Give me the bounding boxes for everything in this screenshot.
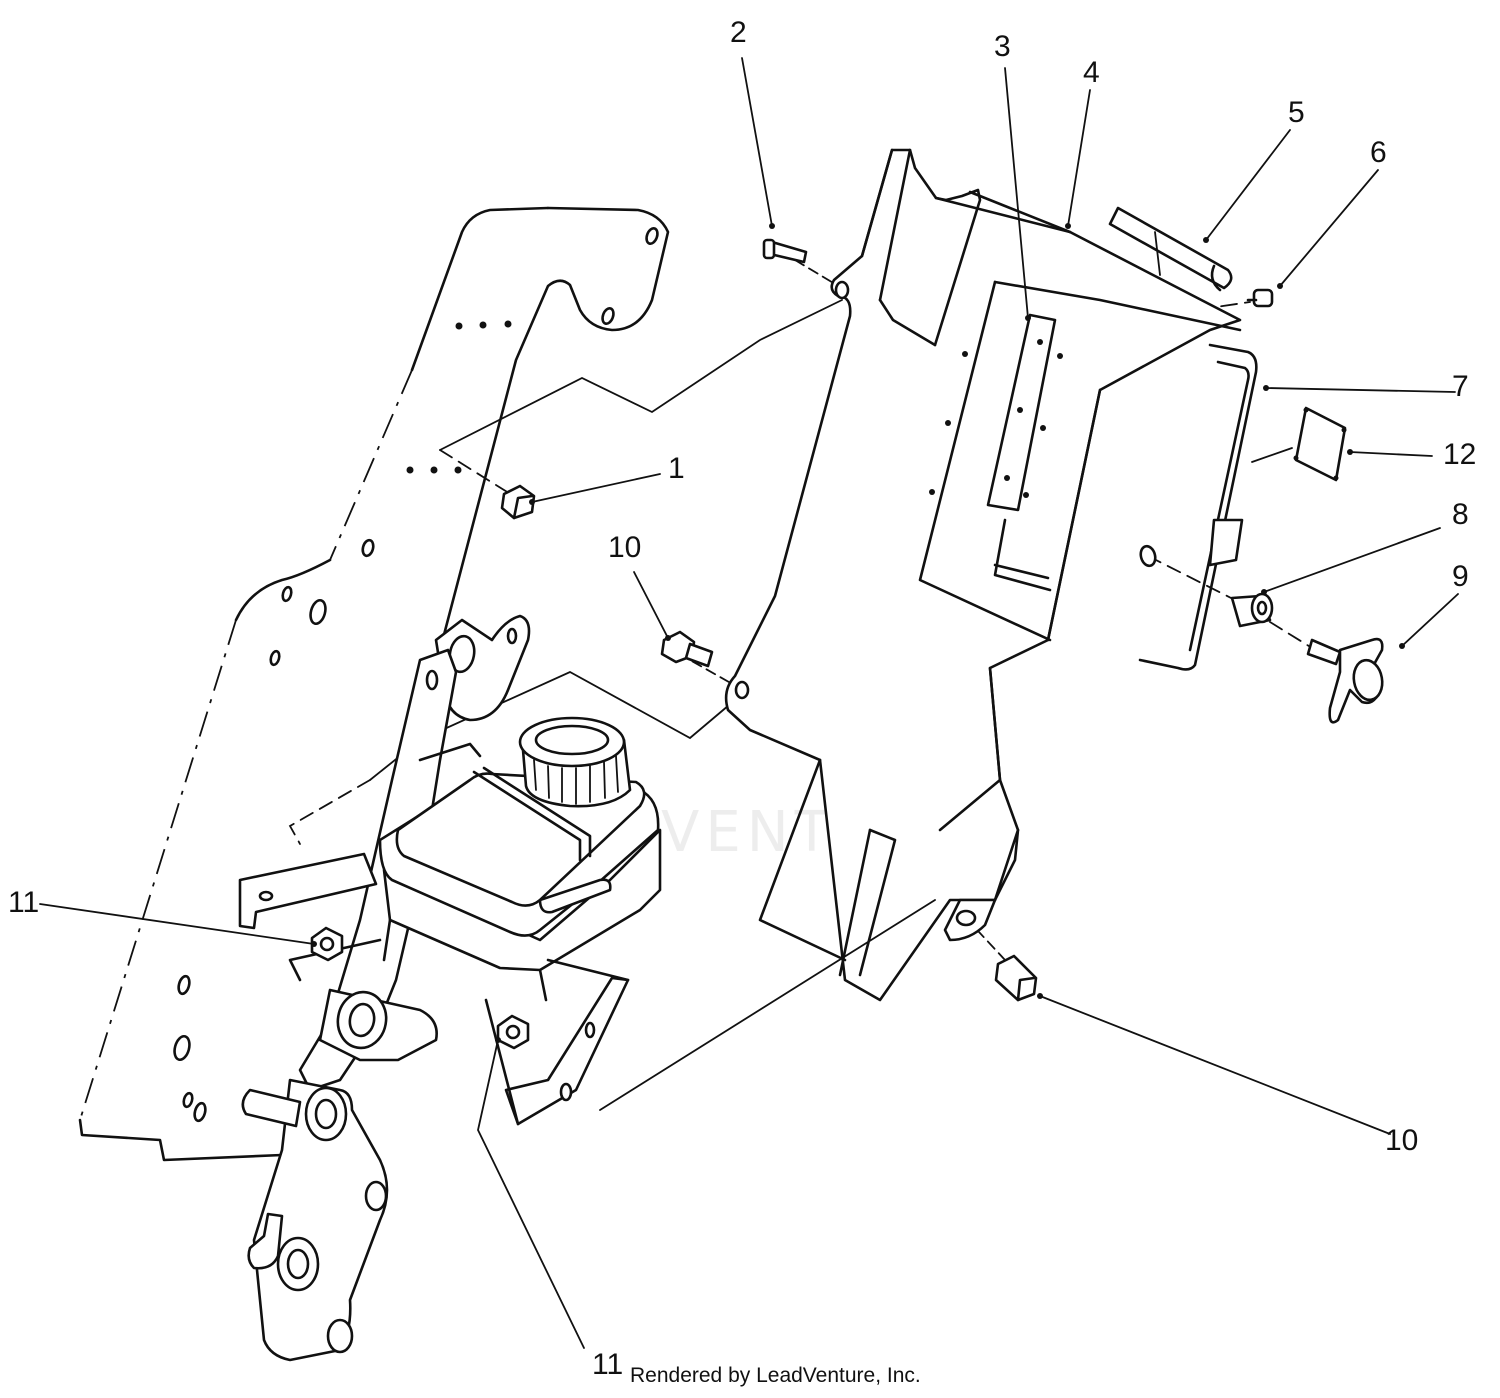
leader-lines (39, 57, 1459, 1349)
rod-tube (1108, 206, 1233, 292)
mounting-plate (78, 206, 670, 1162)
screw-6 (1246, 288, 1274, 308)
knob-9 (1306, 637, 1384, 724)
label-decal (1251, 406, 1347, 482)
callout-7: 7 (1452, 370, 1469, 403)
screw-2 (762, 238, 808, 264)
tray-panel (724, 148, 1242, 1002)
nut-1 (500, 484, 536, 520)
callout-11-bottom: 11 (592, 1348, 624, 1381)
callout-8: 8 (1452, 498, 1469, 531)
nut-11-upper (310, 926, 344, 962)
callout-1: 1 (668, 452, 685, 485)
callout-5: 5 (1288, 96, 1305, 129)
callout-3: 3 (994, 30, 1011, 63)
callout-12: 12 (1443, 438, 1477, 471)
nut-11-lower (496, 1014, 530, 1050)
lower-bracket (484, 899, 936, 1126)
credit-text: Rendered by LeadVenture, Inc. (630, 1364, 921, 1387)
callout-2: 2 (730, 16, 747, 49)
module-box (1138, 343, 1258, 671)
callout-11-left: 11 (8, 886, 40, 919)
brake-arm-assembly (241, 614, 531, 1362)
callout-9: 9 (1452, 560, 1469, 593)
callout-10-lower: 10 (1385, 1124, 1419, 1157)
bolt-10-lower (994, 954, 1038, 1002)
callout-6: 6 (1370, 136, 1387, 169)
master-cylinder (238, 716, 662, 1002)
callout-4: 4 (1083, 56, 1100, 89)
spacer-8 (1230, 592, 1274, 628)
callout-10-upper: 10 (608, 531, 642, 564)
